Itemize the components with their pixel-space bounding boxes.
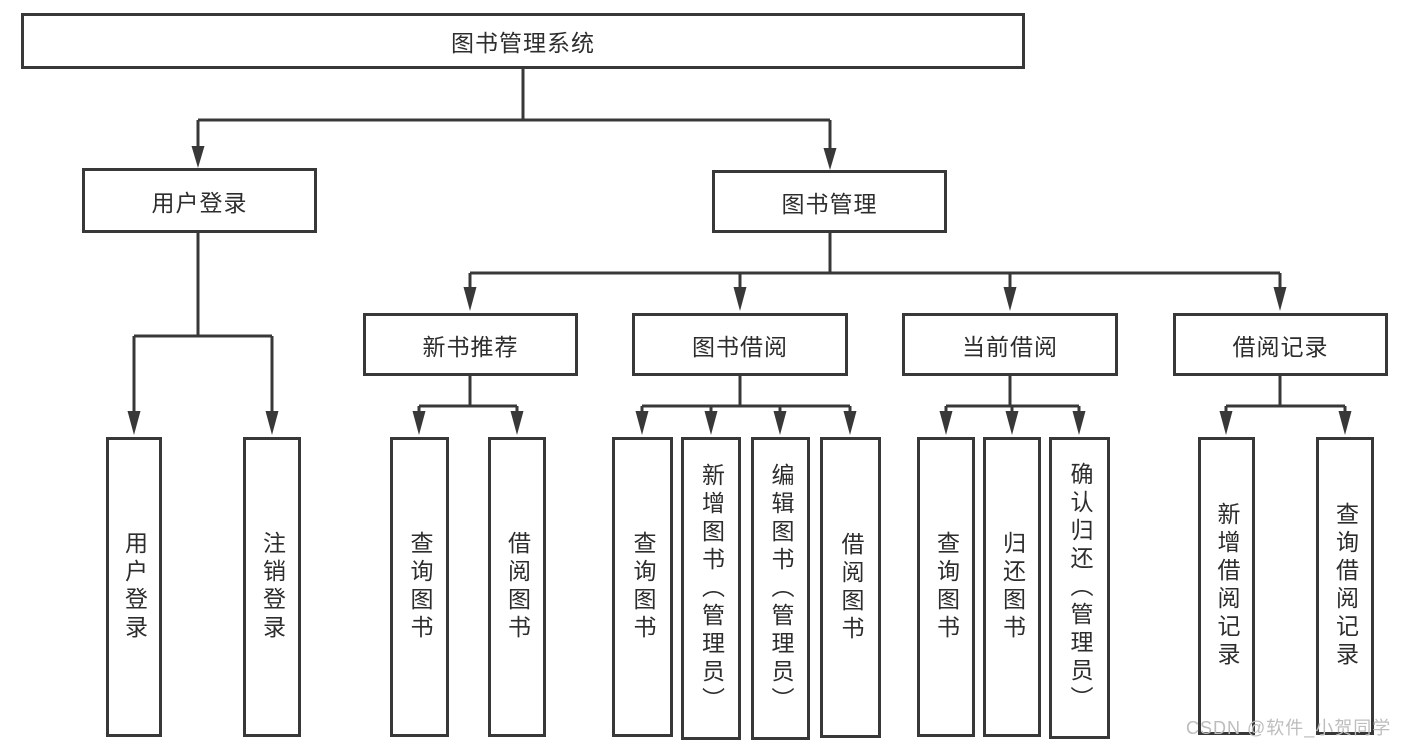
node-book-management: 图书管理: [712, 170, 947, 233]
leaf-search-books-1: 查询图书: [390, 437, 449, 737]
leaf-add-borrow-record: 新增借阅记录: [1198, 437, 1255, 735]
leaf-borrow-books-1: 借阅图书: [488, 437, 546, 737]
node-user-login: 用户登录: [82, 168, 317, 233]
leaf-borrow-books-2: 借阅图书: [820, 437, 881, 738]
leaf-logout: 注销登录: [243, 437, 301, 737]
node-root-label: 图书管理系统: [451, 30, 595, 56]
leaf-add-books-admin: 新增图书（管理员）: [681, 437, 741, 740]
watermark: CSDN @软件_小贺同学: [1186, 718, 1392, 738]
leaf-edit-books-admin: 编辑图书（管理员）: [751, 437, 810, 740]
node-user-login-label: 用户登录: [151, 189, 248, 216]
leaf-add-borrow-record-label: 新增借阅记录: [1214, 502, 1240, 670]
leaf-logout-label: 注销登录: [259, 531, 286, 643]
node-current-borrow: 当前借阅: [902, 313, 1118, 376]
leaf-edit-books-admin-label: 编辑图书（管理员）: [768, 462, 794, 715]
node-borrow-records: 借阅记录: [1173, 313, 1388, 376]
leaf-return-books-label: 归还图书: [999, 531, 1026, 643]
leaf-search-books-2-label: 查询图书: [630, 531, 656, 643]
node-book-borrow-label: 图书借阅: [692, 333, 788, 360]
node-root: 图书管理系统: [21, 13, 1025, 69]
leaf-search-books-3: 查询图书: [917, 437, 975, 737]
leaf-confirm-return-admin-label: 确认归还（管理员）: [1067, 462, 1093, 714]
node-new-books-label: 新书推荐: [422, 333, 519, 360]
leaf-search-books-3-label: 查询图书: [933, 531, 960, 643]
leaf-user-login-label: 用户登录: [121, 531, 148, 643]
node-borrow-records-label: 借阅记录: [1232, 333, 1329, 360]
node-new-books: 新书推荐: [363, 313, 578, 376]
leaf-user-login: 用户登录: [106, 437, 162, 737]
leaf-confirm-return-admin: 确认归还（管理员）: [1049, 437, 1110, 739]
node-book-management-label: 图书管理: [781, 190, 878, 217]
leaf-search-borrow-record-label: 查询借阅记录: [1332, 502, 1359, 670]
node-book-borrow: 图书借阅: [632, 313, 848, 376]
leaf-add-books-admin-label: 新增图书（管理员）: [698, 462, 725, 715]
leaf-borrow-books-1-label: 借阅图书: [504, 531, 531, 643]
leaf-borrow-books-2-label: 借阅图书: [838, 531, 864, 644]
leaf-search-borrow-record: 查询借阅记录: [1316, 437, 1374, 735]
node-current-borrow-label: 当前借阅: [962, 333, 1058, 360]
leaf-search-books-2: 查询图书: [612, 437, 673, 737]
leaf-return-books: 归还图书: [983, 437, 1041, 737]
leaf-search-books-1-label: 查询图书: [407, 531, 433, 643]
